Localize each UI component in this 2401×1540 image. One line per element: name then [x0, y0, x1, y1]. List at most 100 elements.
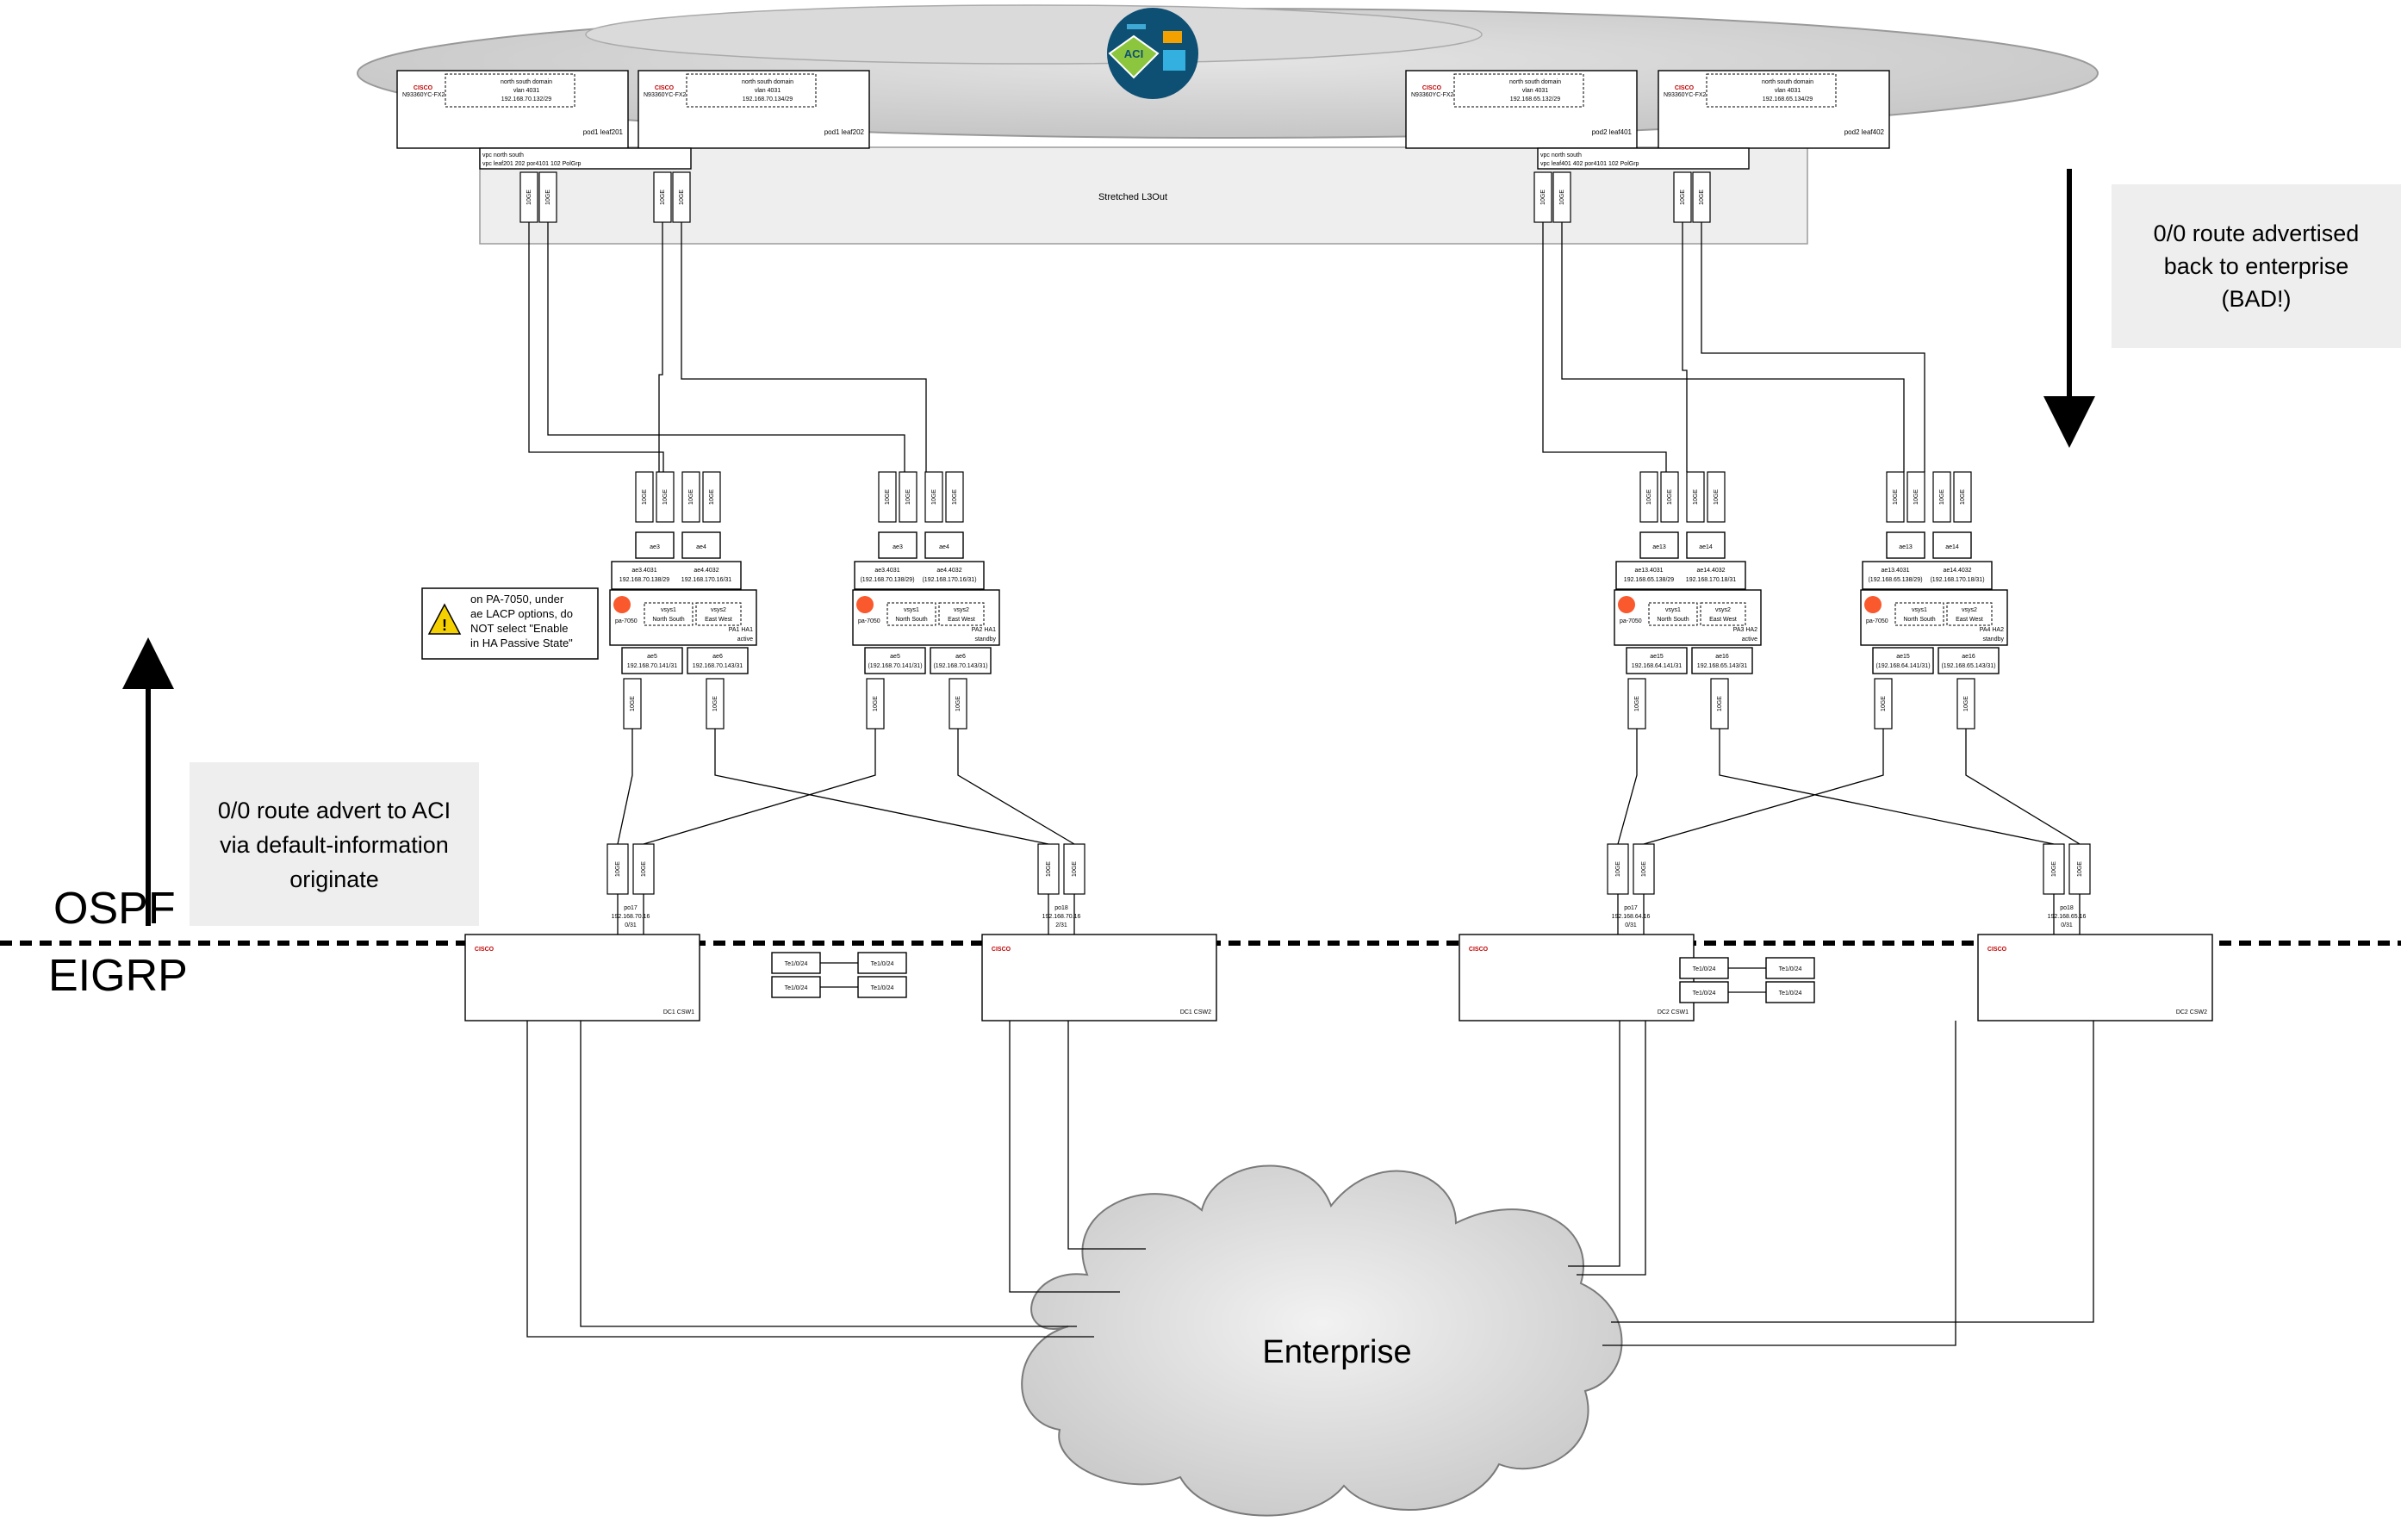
fw-port — [1932, 471, 1951, 523]
fw-ae-ip: 192.168.70.143/31 — [693, 663, 743, 669]
fw-ae-label: ae13 — [1899, 544, 1913, 550]
leaf-port-label: 10GE — [1559, 189, 1565, 205]
fw-port-label: 10GE — [1960, 489, 1966, 505]
leaf-port-label: 10GE — [1680, 189, 1686, 205]
paloalto-icon — [613, 596, 631, 613]
interlink-port — [857, 976, 907, 998]
paloalto-icon — [1618, 596, 1635, 613]
interlink-port-label: Te1/0/24 — [1779, 966, 1802, 972]
vsys-box — [644, 602, 694, 626]
core-port — [632, 843, 655, 895]
leaf-port-label: 10GE — [526, 189, 532, 205]
leaf-port — [538, 171, 557, 223]
aci-icon: ACI — [1107, 8, 1198, 99]
firewall — [609, 589, 757, 646]
core-port-label: 10GE — [615, 861, 621, 877]
vpc-label-2: vpc leaf201 202 por4101 102 PolGrp — [482, 161, 582, 167]
fw-ae-name: ae15 — [1896, 654, 1910, 660]
core-mask: 0/31 — [625, 922, 637, 928]
fw-ae-label: ae14 — [1945, 544, 1959, 550]
core-ip: 192.168.65.16 — [2048, 914, 2087, 920]
fw-ae-ip: 192.168.170.18/31 — [1686, 577, 1736, 583]
vsys-box — [886, 602, 936, 626]
leaf-port-label: 10GE — [1699, 189, 1705, 205]
fw-port-label: 10GE — [1714, 489, 1720, 505]
fw-ae-ip: (192.168.70.143/31) — [933, 663, 987, 669]
wire-leaf-fw — [1701, 222, 1925, 472]
leaf-vlan: vlan 4031 — [755, 88, 781, 94]
fw-ae-bottom — [930, 647, 992, 674]
interlink-port-label: Te1/0/24 — [1779, 990, 1802, 997]
fw-port-label: 10GE — [931, 489, 937, 505]
cisco-logo: CISCO — [1987, 947, 2007, 953]
fw-ae-ip: (192.168.170.18/31) — [1930, 577, 1984, 583]
leaf-port — [1533, 171, 1552, 223]
leaf-port-label: 10GE — [679, 189, 685, 205]
leaf-switch — [1405, 70, 1638, 149]
fw-ae-name: ae14.4032 — [1943, 568, 1971, 574]
wire-core-enterprise — [1602, 1021, 1956, 1346]
vsys-name: vsys2 — [711, 607, 726, 613]
fw-port-lower — [623, 678, 642, 730]
fw-port — [945, 471, 964, 523]
leaf-name: pod2 leaf402 — [1844, 128, 1885, 136]
interlink-port-label: Te1/0/24 — [1693, 966, 1716, 972]
fw-ae-name: ae13.4031 — [1634, 568, 1663, 574]
fw-ae-box — [924, 531, 964, 559]
fw-ae-box — [635, 531, 675, 559]
fw-state: standby — [974, 636, 996, 643]
callout-top-right-box — [2112, 184, 2401, 348]
wire-fw-core — [957, 729, 1075, 845]
wire-core-enterprise — [526, 1021, 1094, 1338]
wire-leaf-fw — [1542, 222, 1667, 472]
leaf-port — [1673, 171, 1692, 223]
vsys-box — [1894, 602, 1944, 626]
fw-ae-label: ae3 — [650, 544, 660, 550]
wire-leaf-fw — [528, 222, 664, 472]
fw-port-label: 10GE — [1646, 489, 1652, 505]
callout-left-box — [190, 762, 479, 926]
fw-port — [899, 471, 917, 523]
wire-leaf-fw — [1561, 222, 1905, 472]
leaf-l3out-box — [445, 73, 575, 108]
wire-leaf-fw — [658, 222, 663, 472]
vsys-name: vsys2 — [1962, 607, 1977, 613]
core-port-label: 10GE — [1046, 861, 1052, 877]
wire-fw-core — [1643, 729, 1884, 845]
leaf-l3out-box — [1453, 73, 1584, 108]
fw-ae-ip: 192.168.170.16/31 — [681, 577, 731, 583]
leaf-port — [519, 171, 538, 223]
fw-name: PA1 HA1 — [729, 627, 753, 633]
fw-port-label: 10GE — [1693, 489, 1699, 505]
leaf-ip: 192.168.65.132/29 — [1510, 96, 1560, 102]
warning-line4: in HA Passive State" — [470, 636, 573, 649]
core-name: DC2 CSW2 — [2176, 1009, 2207, 1015]
vsys-zone: East West — [1709, 617, 1737, 623]
wire-fw-core — [1965, 729, 2081, 845]
paloalto-icon — [1864, 596, 1882, 613]
core-port-label: 10GE — [1641, 861, 1647, 877]
vsys-name: vsys1 — [1665, 607, 1681, 613]
wire-leaf-fw — [681, 222, 927, 472]
fw-port-lower — [866, 678, 885, 730]
core-port-label: 10GE — [2077, 861, 2083, 877]
core-mask: 0/31 — [2061, 922, 2073, 928]
interlink-port-label: Te1/0/24 — [1693, 990, 1716, 997]
core-port-label: 10GE — [641, 861, 647, 877]
fw-ae-name: ae3.4031 — [874, 568, 899, 574]
fw-ae-bottom — [1626, 647, 1688, 674]
fw-ae-name: ae5 — [647, 654, 657, 660]
core-po: po17 — [624, 905, 638, 911]
warning-note: ! — [421, 587, 599, 660]
fw-port-lower-label: 10GE — [630, 696, 636, 711]
fw-state: active — [1742, 636, 1757, 643]
paloalto-icon — [856, 596, 874, 613]
core-switch — [464, 934, 700, 1021]
interlink-port — [1679, 981, 1729, 1003]
leaf-port-label: 10GE — [660, 189, 666, 205]
fw-ae-name: ae13.4031 — [1881, 568, 1909, 574]
leaf-ip: 192.168.70.134/29 — [743, 96, 793, 102]
fw-ae-ip: (192.168.64.141/31) — [1875, 663, 1930, 669]
fw-port-lower-label: 10GE — [1881, 696, 1887, 711]
